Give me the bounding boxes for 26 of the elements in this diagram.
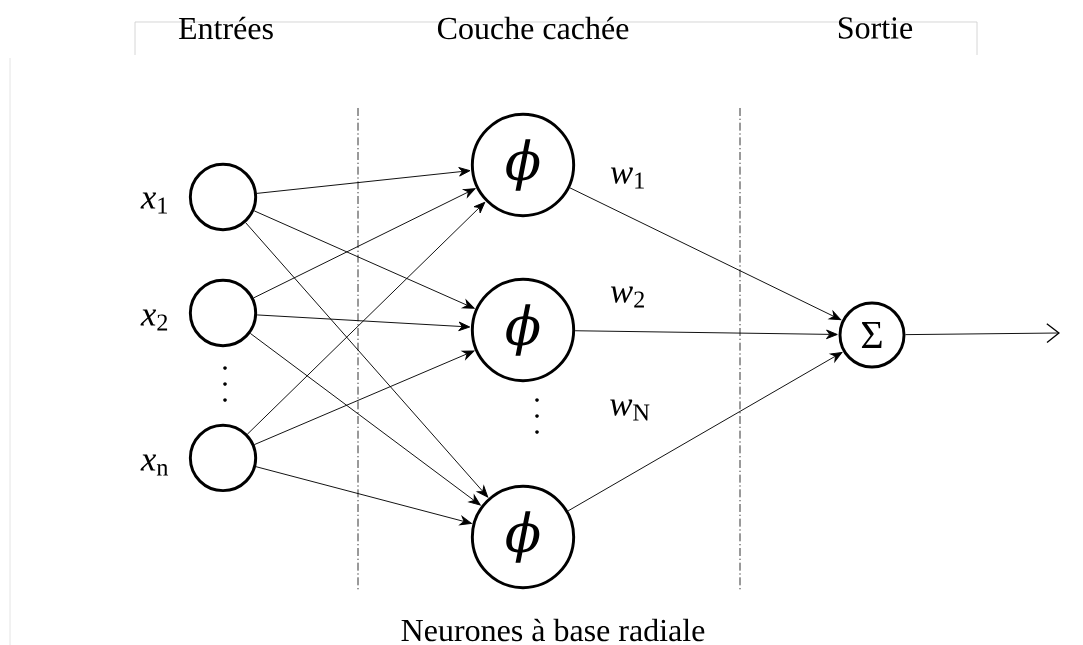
arrow [256,167,471,194]
layer-heading: Sortie [838,17,913,39]
arrow [569,187,842,321]
edge-label: w$_{N}$ [610,399,650,421]
input-circle [188,423,258,493]
input-circle [188,278,258,348]
arrow [905,323,1060,344]
layer-heading: Entrées [178,16,273,40]
arrow [574,329,838,340]
edge-label: w$_{1}$ [610,167,644,189]
edge-label: w$_{2}$ [610,286,644,308]
arrow [567,351,843,512]
arrow [253,188,476,299]
input-label: x$_{1}$ [140,192,167,214]
layer-heading: Neurones à base radiale [401,618,705,642]
arrow [246,201,486,435]
arrow [256,314,471,332]
input-label: x$_{2}$ [140,309,168,331]
arrow [245,222,489,498]
arrow [253,210,475,309]
arrow [255,466,472,526]
input-circle [188,162,258,232]
arrow [249,332,481,506]
layer-heading: Couche cachée [437,16,629,40]
arrow [253,350,475,446]
input-label: x$_{n}$ [140,454,169,476]
